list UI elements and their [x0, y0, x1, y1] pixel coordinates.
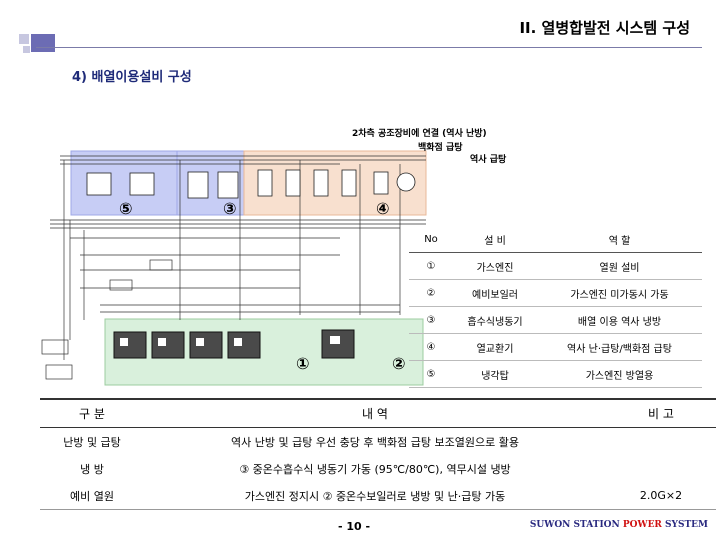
marker-cooling-tower: ⑤ [119, 199, 133, 218]
header-decoration-square [31, 34, 55, 52]
heat-exchanger-zone [243, 150, 427, 216]
summary-cell-remark [606, 428, 716, 456]
diagram-note-2: 백화점 급탕 [418, 143, 463, 153]
summary-header-detail: 내 역 [144, 398, 606, 428]
header-decoration-square [19, 34, 29, 44]
roles-cell-no: ② [409, 279, 453, 307]
summary-cell-category: 난방 및 급탕 [63, 435, 121, 449]
summary-cell-category: 예비 열원 [40, 482, 144, 510]
marker-heat-exchanger: ④ [376, 199, 390, 218]
roles-header-equipment: 설 비 [453, 226, 537, 253]
roles-header-row: No 설 비 역 할 [409, 226, 702, 253]
roles-cell-role: 역사 난·급탕/백화점 급탕 [537, 333, 702, 361]
roles-cell-role: 가스엔진 방열용 [537, 360, 702, 388]
diagram-note-1: 2차측 공조장비에 연결 (역사 난방) [352, 129, 487, 139]
roles-cell-role: 가스엔진 미가동시 가동 [537, 279, 702, 307]
roles-cell-no: ⑤ [409, 360, 453, 388]
summary-cell-detail: ③ 중온수흡수식 냉동기 가동 (95℃/80℃), 역무시설 냉방 [239, 462, 511, 476]
marker-gas-engine: ① [296, 354, 310, 373]
page-number: - 10 - [338, 520, 371, 533]
roles-row: ⑤ 냉각탑 가스엔진 방열용 [409, 360, 702, 388]
diagram-note-3: 역사 급탕 [470, 155, 507, 165]
roles-cell-equipment: 냉각탑 [453, 360, 537, 388]
summary-cell-category: 냉 방 [80, 462, 104, 476]
roles-cell-role: 배열 이용 역사 냉방 [537, 306, 702, 334]
summary-header-row: 구 분 내 역 비 고 [40, 398, 716, 428]
summary-row: 난방 및 급탕 역사 난방 및 급탕 우선 충당 후 백화점 급탕 보조열원으로… [40, 428, 716, 456]
section-subtitle: 4) 배열이용설비 구성 [72, 70, 192, 85]
footer-brand-part: SUWON STATION [529, 520, 623, 530]
header-decoration-square [23, 46, 30, 53]
roles-cell-equipment: 가스엔진 [453, 252, 537, 280]
roles-cell-equipment: 열교환기 [453, 333, 537, 361]
summary-header-category: 구 분 [40, 398, 144, 428]
summary-header-remark: 비 고 [606, 398, 716, 428]
roles-cell-no: ① [409, 252, 453, 280]
operation-summary-table: 구 분 내 역 비 고 난방 및 급탕 역사 난방 및 급탕 우선 충당 후 백… [40, 398, 716, 510]
summary-cell-remark [606, 455, 716, 482]
roles-header-role: 역 할 [537, 226, 702, 253]
system-schematic [41, 150, 427, 386]
roles-cell-role: 열원 설비 [537, 252, 702, 280]
summary-cell-detail: 가스엔진 정지시 ② 중온수보일러로 냉방 및 난·급탕 가동 [144, 482, 606, 510]
footer-brand: SUWON STATION POWER SYSTEM [530, 520, 708, 530]
marker-backup-boiler: ② [392, 354, 406, 373]
roles-row: ③ 흡수식냉동기 배열 이용 역사 냉방 [409, 306, 702, 334]
roles-cell-equipment: 흡수식냉동기 [453, 306, 537, 334]
equipment-roles-table: No 설 비 역 할 ① 가스엔진 열원 설비 ② 예비보일러 가스엔진 미가동… [409, 226, 702, 388]
summary-row: 예비 열원 가스엔진 정지시 ② 중온수보일러로 냉방 및 난·급탕 가동 2.… [40, 482, 716, 510]
marker-absorption-chiller: ③ [223, 199, 237, 218]
roles-cell-no: ③ [409, 306, 453, 334]
summary-cell-remark: 2.0G×2 [606, 482, 716, 510]
roles-row: ② 예비보일러 가스엔진 미가동시 가동 [409, 279, 702, 307]
roles-row: ④ 열교환기 역사 난·급탕/백화점 급탕 [409, 333, 702, 361]
header-rule [36, 47, 702, 48]
roles-header-no: No [409, 226, 453, 253]
roles-row: ① 가스엔진 열원 설비 [409, 252, 702, 280]
roles-cell-equipment: 예비보일러 [453, 279, 537, 307]
page-title: II. 열병합발전 시스템 구성 [519, 19, 690, 37]
summary-cell-detail: 역사 난방 및 급탕 우선 충당 후 백화점 급탕 보조열원으로 활용 [231, 435, 519, 449]
footer-brand-power: POWER [622, 520, 662, 530]
roles-cell-no: ④ [409, 333, 453, 361]
summary-row: 냉 방 ③ 중온수흡수식 냉동기 가동 (95℃/80℃), 역무시설 냉방 [40, 455, 716, 482]
footer-brand-part: SYSTEM [661, 520, 708, 530]
